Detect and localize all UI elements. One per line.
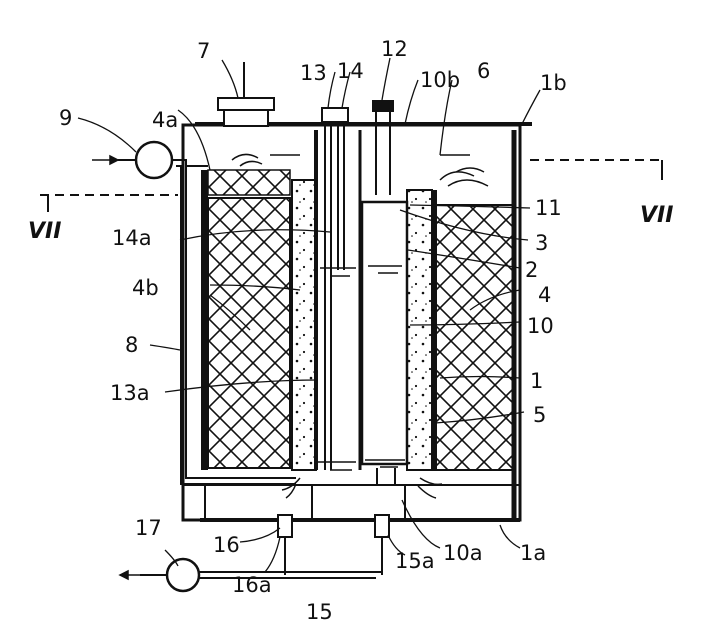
inlet-7 — [217, 62, 275, 127]
flow-arrows — [92, 62, 470, 581]
label-10a: 10a — [443, 541, 483, 565]
left-packing-4b — [207, 197, 291, 469]
pipe-8 — [172, 159, 296, 479]
label-6: 6 — [477, 59, 490, 83]
label-4b: 4b — [132, 276, 159, 300]
label-15: 15 — [306, 600, 333, 624]
label-17: 17 — [135, 516, 162, 540]
left-packing-top-4a — [207, 169, 291, 196]
left-dot-column — [291, 179, 317, 471]
outlet-assembly — [140, 468, 396, 593]
label-9: 9 — [59, 106, 72, 130]
left-chamber — [201, 130, 318, 471]
label-13: 13 — [300, 61, 327, 85]
section-lines — [40, 159, 663, 212]
pump-9-assembly — [118, 140, 296, 485]
valve-15 — [374, 514, 390, 538]
label-2: 2 — [525, 258, 538, 282]
right-chamber — [358, 130, 517, 520]
label-4: 4 — [538, 283, 551, 307]
label-1a: 1a — [520, 541, 546, 565]
label-14: 14 — [337, 59, 364, 83]
label-12: 12 — [381, 37, 408, 61]
central-tubes — [321, 107, 349, 470]
label-15a: 15a — [395, 549, 435, 573]
labels: 7 13 14 12 10b 6 1b 9 4a VII VII 11 14a … — [28, 37, 673, 624]
label-16: 16 — [213, 533, 240, 557]
pump-17 — [165, 557, 201, 593]
pipe-15 — [198, 571, 382, 579]
liquid-marks — [231, 153, 489, 499]
section-mark-right: VII — [640, 203, 673, 228]
label-5: 5 — [533, 403, 546, 427]
label-10: 10 — [527, 314, 554, 338]
right-packing-4 — [433, 204, 515, 471]
left-wall — [201, 170, 208, 470]
tube-caps — [321, 107, 349, 123]
section-mark-left: VII — [28, 219, 61, 244]
right-inner-tube-2 — [360, 200, 409, 466]
right-dot-column — [406, 189, 433, 471]
pump-9 — [134, 140, 174, 180]
label-13a: 13a — [110, 381, 150, 405]
label-1: 1 — [530, 369, 543, 393]
label-3: 3 — [535, 231, 548, 255]
leader-lines — [77, 57, 541, 573]
label-10b: 10b — [420, 68, 460, 92]
right-wall — [432, 190, 437, 470]
valve-16 — [277, 514, 293, 538]
label-4a: 4a — [152, 108, 178, 132]
label-1b: 1b — [540, 71, 567, 95]
label-8: 8 — [125, 333, 138, 357]
label-14a: 14a — [112, 226, 152, 250]
label-11: 11 — [535, 196, 562, 220]
plug-12 — [372, 100, 394, 195]
label-16a: 16a — [232, 573, 272, 597]
label-7: 7 — [197, 39, 210, 63]
